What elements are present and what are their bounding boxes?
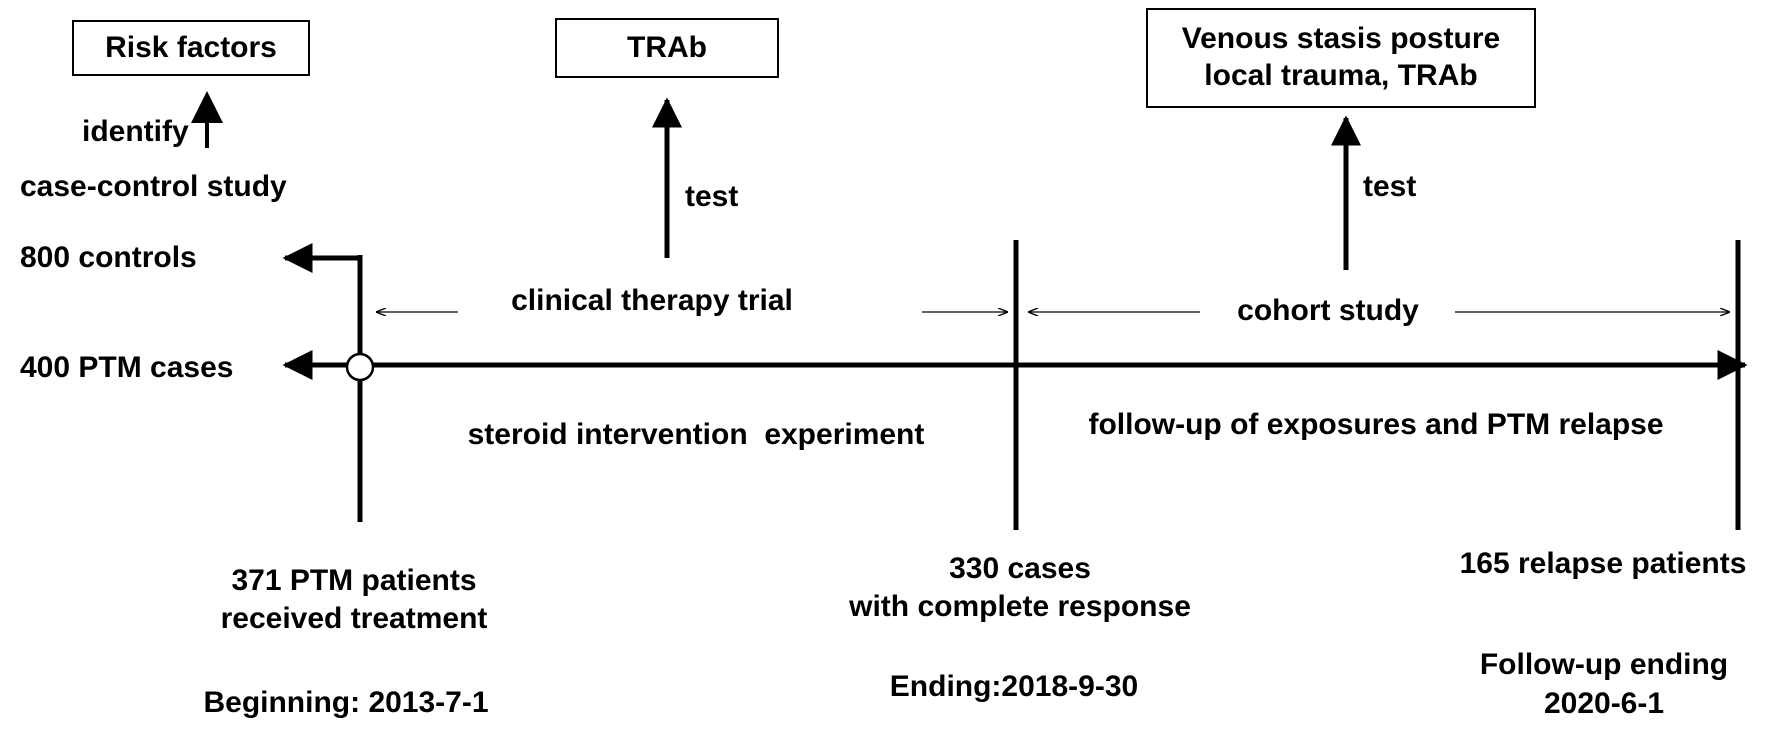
venous-stasis-box: Venous stasis posture local trauma, TRAb <box>1146 8 1536 108</box>
trab-box: TRAb <box>555 18 779 78</box>
responders-line1: 330 cases <box>949 552 1091 585</box>
risk-factors-label: Risk factors <box>105 31 277 64</box>
treated-patients-line2: received treatment <box>220 601 488 635</box>
responders-line2: with complete response <box>849 589 1191 623</box>
follow-up-exposures-label: follow-up of exposures and PTM relapse <box>1088 408 1664 441</box>
start-node-circle <box>345 352 375 382</box>
relapse-patients-label: 165 relapse patients <box>1459 547 1747 580</box>
followup-ending-line2: 2020-6-1 <box>1543 687 1665 720</box>
trab-label: TRAb <box>627 31 707 64</box>
beginning-date-label: Beginning: 2013-7-1 <box>203 686 489 719</box>
venous-stasis-line2: local trauma, TRAb <box>1204 59 1478 92</box>
ending-date-label: Ending:2018-9-30 <box>889 670 1139 703</box>
cases-label: 400 PTM cases <box>20 351 234 384</box>
steroid-experiment-label: steroid intervention experiment <box>467 418 925 451</box>
treated-patients-label: 371 PTM patients received treatment <box>221 562 488 637</box>
trab-test-label: test <box>685 180 739 213</box>
treated-patients-line1: 371 PTM patients <box>231 564 477 597</box>
clinical-therapy-trial-label: clinical therapy trial <box>511 284 793 317</box>
responders-label: 330 cases with complete response <box>849 550 1191 625</box>
cohort-study-label: cohort study <box>1237 294 1419 327</box>
followup-ending-line1: Follow-up ending <box>1479 648 1729 681</box>
case-control-study-label: case-control study <box>20 170 287 203</box>
controls-label: 800 controls <box>20 241 197 274</box>
venous-stasis-line1: Venous stasis posture <box>1181 22 1501 56</box>
identify-label: identify <box>82 115 189 148</box>
risk-factors-box: Risk factors <box>72 20 310 76</box>
cohort-test-label: test <box>1363 170 1417 203</box>
followup-ending-label: Follow-up ending 2020-6-1 <box>1480 645 1728 723</box>
